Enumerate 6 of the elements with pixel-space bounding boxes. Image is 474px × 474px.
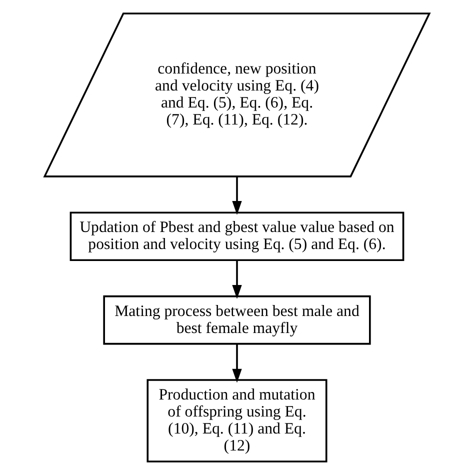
node-box: Updation of Pbest and gbest value value based on position and velocity using Eq. (5) and Eq. (6). bbox=[70, 211, 404, 261]
node-box: Mating process between best male and best female mayfly bbox=[103, 294, 371, 344]
arrow bbox=[232, 176, 242, 214]
node-box: Production and mutation of offspring using Eq. (10), Eq. (11) and Eq. (12) bbox=[146, 378, 328, 462]
arrow bbox=[232, 344, 242, 382]
arrow bbox=[232, 260, 242, 298]
